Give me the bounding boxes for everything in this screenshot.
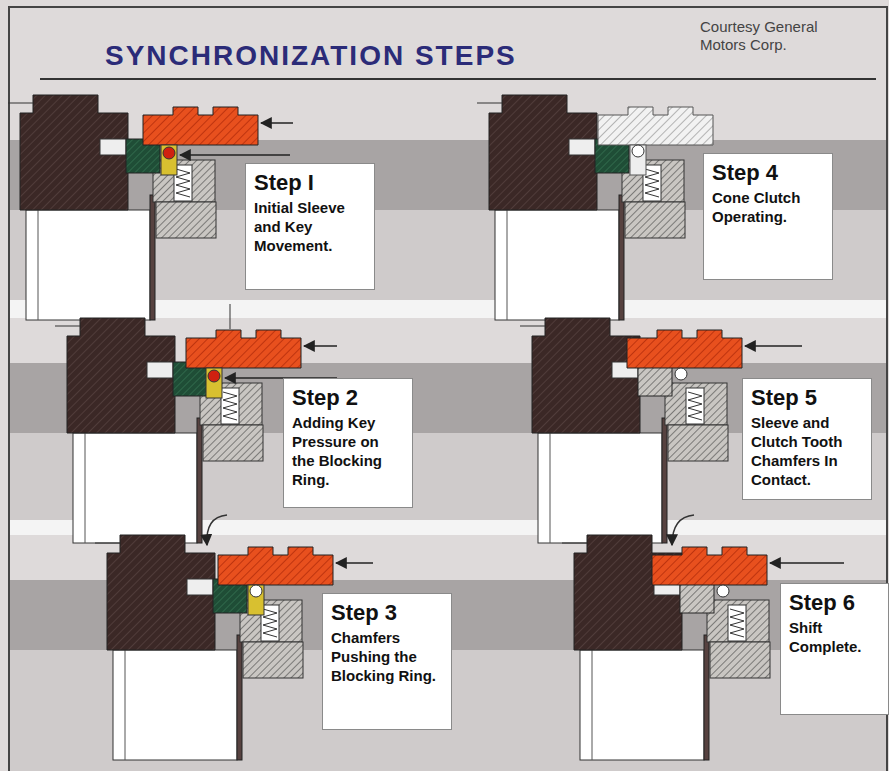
synchro-sleeve xyxy=(627,330,742,368)
synchro-sleeve xyxy=(218,547,333,585)
synchro-sleeve xyxy=(143,107,258,145)
step-box: Step 4Cone Clutch Operating. xyxy=(703,153,833,280)
step-heading: Step 6 xyxy=(789,590,880,616)
step-heading: Step I xyxy=(254,170,366,196)
detent-ball xyxy=(208,370,220,382)
force-arrow xyxy=(336,562,373,564)
step-box: Step IInitial Sleeve and Key Movement. xyxy=(245,163,375,290)
step-description: Chamfers Pushing the Blocking Ring. xyxy=(331,628,443,685)
step-box: Step 5Sleeve and Clutch Tooth Chamfers I… xyxy=(742,378,872,500)
force-arrow xyxy=(770,562,844,564)
detent-ball xyxy=(250,585,262,597)
force-arrow xyxy=(261,122,293,124)
credit-note: Courtesy General Motors Corp. xyxy=(700,18,835,54)
step-box: Step 2Adding Key Pressure on the Blockin… xyxy=(283,378,413,508)
step-box: Step 6Shift Complete. xyxy=(780,583,889,715)
step-heading: Step 4 xyxy=(712,160,824,186)
detent-ball xyxy=(717,585,729,597)
step-box: Step 3Chamfers Pushing the Blocking Ring… xyxy=(322,593,452,730)
step-description: Cone Clutch Operating. xyxy=(712,188,824,226)
step-description: Shift Complete. xyxy=(789,618,880,656)
step-description: Adding Key Pressure on the Blocking Ring… xyxy=(292,413,404,489)
rotation-arrow xyxy=(207,515,227,545)
force-arrow xyxy=(304,345,337,347)
force-arrow xyxy=(745,345,802,347)
step-heading: Step 3 xyxy=(331,600,443,626)
synchro-sleeve xyxy=(652,547,767,585)
detent-ball xyxy=(163,147,175,159)
detent-ball xyxy=(675,368,687,380)
frame xyxy=(9,7,887,771)
shift-key xyxy=(630,145,646,175)
title-rule xyxy=(40,78,876,80)
shift-key xyxy=(206,368,222,398)
detent-ball xyxy=(632,145,644,157)
pressure-line xyxy=(230,304,231,329)
shift-key xyxy=(161,145,177,175)
step-heading: Step 2 xyxy=(292,385,404,411)
shift-key xyxy=(248,585,264,615)
step-description: Sleeve and Clutch Tooth Chamfers In Cont… xyxy=(751,413,863,489)
step-heading: Step 5 xyxy=(751,385,863,411)
synchronizer-section xyxy=(477,95,713,320)
force-arrow xyxy=(180,154,290,156)
diagram-title: SYNCHRONIZATION STEPS xyxy=(105,40,517,72)
synchro-sleeve xyxy=(598,107,713,145)
synchronizer-base xyxy=(562,535,770,760)
rotation-arrow xyxy=(672,515,694,545)
step-description: Initial Sleeve and Key Movement. xyxy=(254,198,366,255)
synchro-sleeve xyxy=(186,330,301,368)
